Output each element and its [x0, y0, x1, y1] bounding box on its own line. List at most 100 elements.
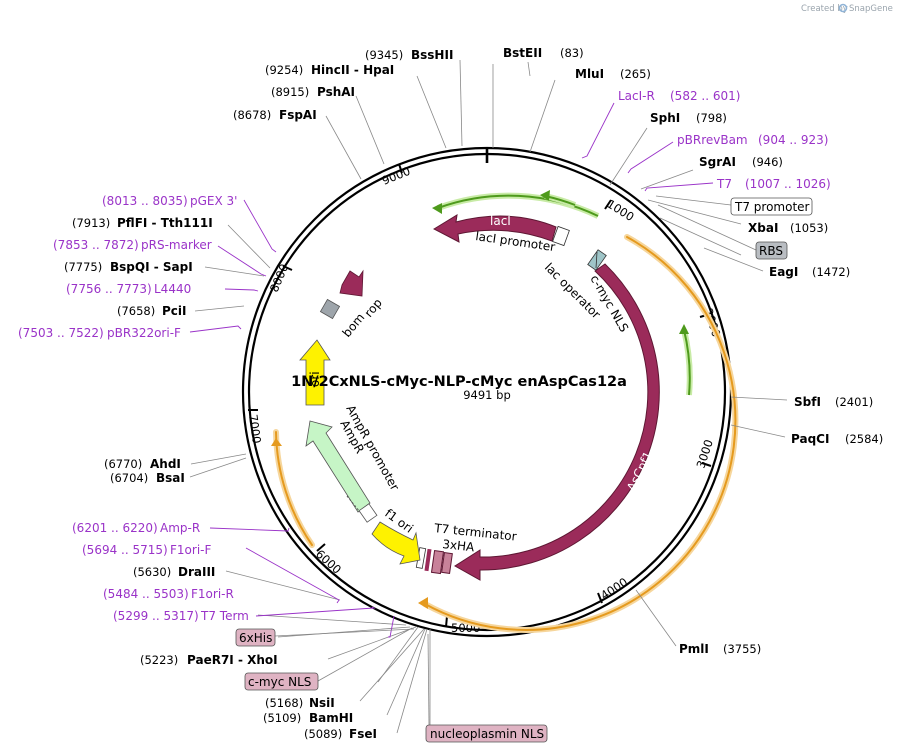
primer-laci-r-name: LacI-R	[618, 89, 655, 103]
plasmid-size: 9491 bp	[463, 388, 511, 402]
his-tag-label: 6xHis	[239, 631, 272, 645]
primer-ampr-name: Amp-R	[160, 521, 200, 535]
tick-1000	[604, 199, 612, 210]
rop-label: rop	[362, 296, 385, 320]
ha-label: 3xHA	[442, 537, 476, 554]
primer-prs-marker-range: (7853 .. 7872)	[53, 238, 139, 252]
his-tag-box	[235, 628, 276, 647]
green-arrow-right	[679, 324, 689, 334]
snapgene-brand: SnapGene	[849, 4, 893, 14]
primer-leaders	[189, 102, 714, 638]
cmyc-nls-box-label: c-myc NLS	[248, 675, 311, 689]
ha-feature	[415, 547, 453, 575]
primer-t7term-name: T7 Term	[200, 609, 249, 623]
site-sphi-name: SphI	[650, 111, 680, 125]
site-bsteii-name: BstEII	[503, 46, 542, 60]
site-sgrai-name: SgrAI	[699, 155, 736, 169]
tick-5000	[445, 615, 448, 628]
site-sbfi-pos: (2401)	[835, 395, 873, 409]
laci-promoter-box	[552, 225, 570, 247]
primer-l4440-range: (7756 .. 7773)	[66, 282, 152, 296]
box-leaders	[274, 195, 757, 726]
orf-arrow-ampr	[271, 438, 282, 446]
site-mlui-pos: (265)	[620, 67, 651, 81]
site-fsei-name: FseI	[349, 727, 377, 741]
orf-arrow-ascpf1	[418, 597, 428, 609]
primer-pgex3-name: pGEX 3'	[190, 194, 237, 208]
site-sphi-pos: (798)	[696, 111, 727, 125]
site-bsai-pos: (6704)	[110, 471, 148, 485]
site-pmli-pos: (3755)	[723, 642, 761, 656]
snapgene-logo-icon	[838, 3, 848, 13]
t7-promoter-label: T7 promoter	[734, 200, 810, 214]
site-xbai-pos: (1053)	[790, 221, 828, 235]
primer-pgex3-range: (8013 .. 8035)	[102, 194, 188, 208]
boxed-features: T7 promoter RBS 6xHis c-myc NLS nucleopl…	[235, 197, 813, 743]
site-pcii-pos: (7658)	[117, 304, 155, 318]
tick-4000	[597, 592, 603, 604]
site-hpai-pos: (9254)	[265, 63, 303, 77]
primer-labels: LacI-R (582 .. 601) pBRrevBam (904 .. 92…	[18, 89, 831, 623]
primer-f1ori-r-range: (5484 .. 5503)	[103, 587, 189, 601]
tick-8000	[282, 265, 293, 271]
site-bsteii-pos: (83)	[560, 46, 584, 60]
green-arrow-small	[540, 190, 550, 201]
site-hpai-name: HincII - HpaI	[311, 63, 394, 77]
site-pcii-name: PciI	[162, 304, 187, 318]
site-ahdi-name: AhdI	[150, 457, 181, 471]
tick-label-4000: 4000	[598, 575, 630, 603]
site-sapi-pos: (7775)	[64, 260, 102, 274]
tick-3000	[701, 462, 712, 467]
bom-label: bom	[340, 311, 368, 340]
site-draiii-name: DraIII	[178, 565, 215, 579]
rbs-label: RBS	[759, 244, 783, 258]
site-pmli-name: PmlI	[679, 642, 709, 656]
ampr-feature	[305, 420, 378, 523]
site-bsshii-pos: (9345)	[365, 48, 403, 62]
bom-feature	[319, 298, 341, 320]
site-pshai-pos: (8915)	[271, 85, 309, 99]
site-fsei-pos: (5089)	[304, 727, 342, 741]
site-fspai-pos: (8678)	[233, 108, 271, 122]
site-tth111i-name: PflFI - Tth111I	[117, 216, 213, 230]
created-by-text: Created by	[801, 4, 848, 14]
primer-pbr322ori-f-name: pBR322ori-F	[107, 326, 181, 340]
tick-label-1000: 1000	[604, 197, 636, 224]
site-sgrai-pos: (946)	[752, 155, 783, 169]
tick-label-8000: 8000	[267, 262, 291, 294]
rbs-box	[755, 241, 788, 260]
site-bsshii-name: BssHII	[411, 48, 453, 62]
laci-feature: lacI	[432, 214, 570, 247]
tick-9000	[398, 163, 403, 174]
site-tth111i-pos: (7913)	[72, 216, 110, 230]
green-arrow-laci	[432, 203, 442, 214]
ori-label: ori	[308, 371, 322, 387]
site-sbfi-name: SbfI	[794, 395, 821, 409]
site-leaders	[189, 59, 788, 734]
primer-pbrrevbam-range: (904 .. 923)	[758, 133, 828, 147]
primer-pbr322ori-f-range: (7503 .. 7522)	[18, 326, 104, 340]
site-paqci-name: PaqCI	[791, 432, 829, 446]
nucleoplasmin-nls-box	[425, 724, 548, 743]
site-nsii-pos: (5168)	[265, 696, 303, 710]
t7-promoter-box	[730, 197, 813, 216]
site-paqci-pos: (2584)	[845, 432, 883, 446]
rop-feature	[339, 269, 364, 297]
tick-label-7000: 7000	[246, 413, 264, 444]
cmyc-nls-box	[244, 672, 319, 691]
ori-feature	[299, 339, 331, 406]
plasmid-name: 1N/2CxNLS-cMyc-NLP-cMyc enAspCas12a	[291, 374, 627, 390]
primer-f1ori-f-range: (5694 .. 5715)	[82, 543, 168, 557]
site-nsii-name: NsiI	[309, 696, 335, 710]
nucleoplasmin-nls-label: nucleoplasmin NLS	[430, 727, 544, 741]
site-bsai-name: BsaI	[156, 471, 185, 485]
site-labels: BstEII (83) MluI (265) SphI (798) SgrAI …	[64, 46, 883, 741]
site-eagi-name: EagI	[769, 265, 798, 279]
primer-f1ori-r-name: F1ori-R	[191, 587, 234, 601]
primer-t7-name: T7	[716, 177, 732, 191]
site-sapi-name: BspQI - SapI	[110, 260, 193, 274]
cmyc-nls-feature	[587, 249, 607, 271]
tick-label-9000: 9000	[380, 164, 412, 188]
primer-t7term-range: (5299 .. 5317)	[113, 609, 199, 623]
